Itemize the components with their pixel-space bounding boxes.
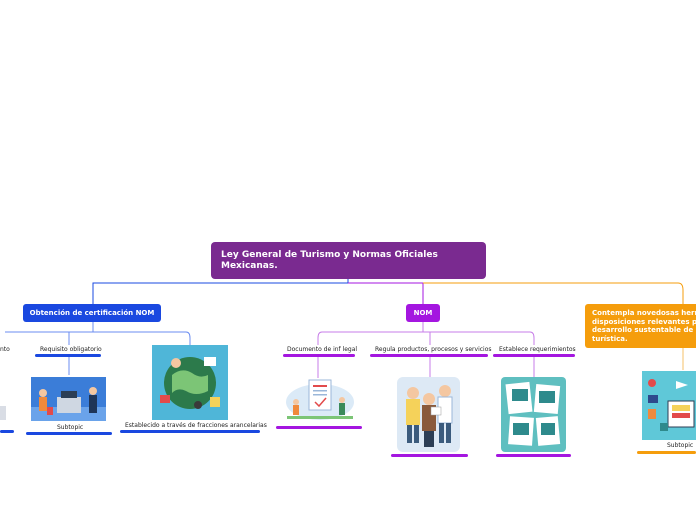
subtopic-underline xyxy=(370,354,488,357)
travel-tablet-icon xyxy=(642,371,696,440)
subtopic-underline xyxy=(283,354,355,357)
subtopic-underline xyxy=(391,454,468,457)
subtopic-turismo-child-label[interactable]: Subtopic xyxy=(667,442,694,449)
subtopic-underline xyxy=(637,451,696,454)
subtopic-underline xyxy=(120,430,260,433)
subtopic-underline xyxy=(0,430,14,433)
subtopic-underline xyxy=(496,454,571,457)
branch-label: Contempla novedosas herra disposiciones … xyxy=(592,309,696,343)
travel-brochure-icon xyxy=(501,377,566,452)
subtopic-documento-label[interactable]: Documento de inf legal xyxy=(287,346,358,353)
root-topic-label: Ley General de Turismo y Normas Oficiale… xyxy=(221,250,438,271)
subtopic-procedimiento-label[interactable]: nto xyxy=(0,346,10,353)
partial-illustration xyxy=(0,398,8,424)
branch-label: NOM xyxy=(413,309,433,317)
people-discussing-icon xyxy=(397,377,460,452)
subtopic-underline xyxy=(26,432,112,435)
subtopic-underline xyxy=(35,354,101,357)
root-topic[interactable]: Ley General de Turismo y Normas Oficiale… xyxy=(211,242,486,279)
legal-document-icon xyxy=(285,378,355,422)
subtopic-fracciones-label[interactable]: Establecido a través de fracciones aranc… xyxy=(125,422,267,429)
branch-certificacion-nom[interactable]: Obtención de certificación NOM xyxy=(23,304,161,322)
subtopic-requisito-child-label[interactable]: Subtopic xyxy=(57,424,84,431)
branch-contempla-herramientas[interactable]: Contempla novedosas herra disposiciones … xyxy=(585,304,696,348)
earth-tools-icon xyxy=(152,345,228,420)
subtopic-underline xyxy=(276,426,362,429)
branch-label: Obtención de certificación NOM xyxy=(29,309,155,317)
subtopic-underline xyxy=(493,354,575,357)
subtopic-establece-label[interactable]: Establece requerimientos xyxy=(499,346,576,353)
subtopic-regula-label[interactable]: Regula productos, procesos y servicios xyxy=(375,346,492,353)
airport-counter-icon xyxy=(31,377,106,421)
branch-nom[interactable]: NOM xyxy=(406,304,440,322)
subtopic-requisito-label[interactable]: Requisito obligatorio xyxy=(40,346,102,353)
